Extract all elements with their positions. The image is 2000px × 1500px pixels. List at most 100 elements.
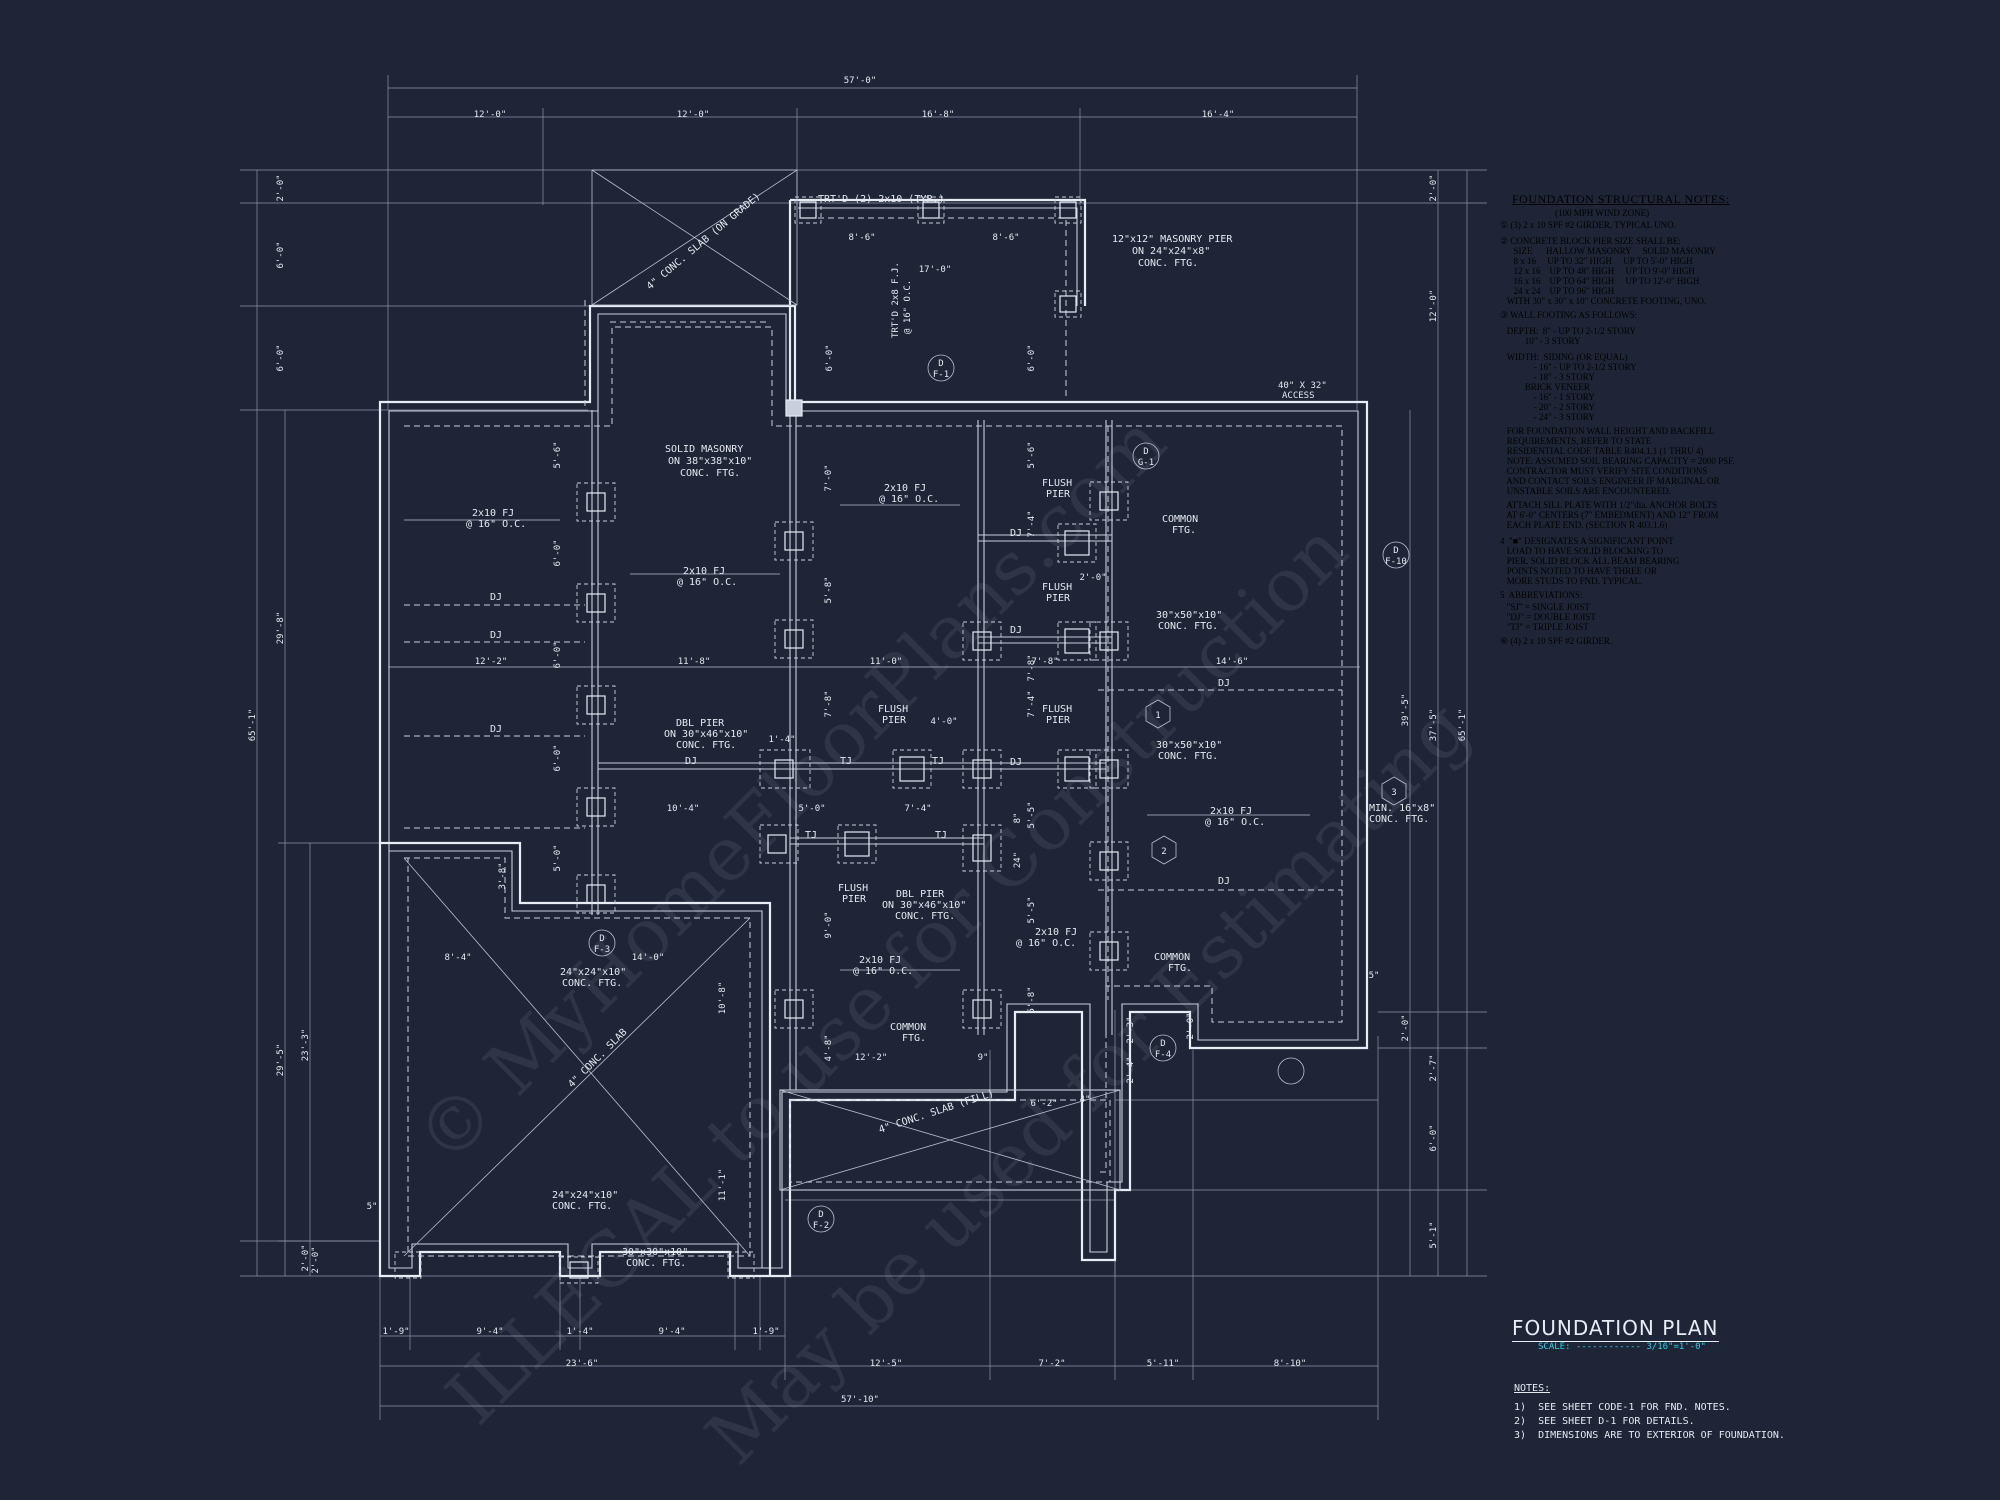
note-line: - 24" - 3 STORY [1500,412,1595,422]
in-dim: 4'-0" [930,717,957,727]
in-dim: 7'-4" [904,804,931,814]
label-dbl-pier-2: ON 30"x46"x10" [882,900,966,911]
tag-d: D [1143,447,1148,457]
note-line: WIDTH: SIDING (OR EQUAL) [1500,352,1628,362]
dim-left-d: 29'-8" [276,612,286,645]
label-common-ftg: COMMON [890,1022,926,1033]
tag-d: D [938,359,943,369]
in-dim: 2'-0" [1079,573,1106,583]
dim-left-b: 6'-0" [276,241,286,268]
in-dim: 10'-8" [718,982,728,1015]
label-dj: DJ [685,756,697,767]
label-masonry-pier-2: ON 24"x24"x8" [1132,246,1210,257]
note-line: BRICK VENEER [1500,382,1590,392]
dimension-grid [240,75,1487,1420]
label-dj: DJ [490,724,502,735]
label-slab-porch: 4" CONC. SLAB (FILL) [878,1088,996,1136]
label-dbl-pier-2: ON 30"x46"x10" [664,729,748,740]
label-common-ftg: COMMON [1154,952,1190,963]
plan-title: FOUNDATION PLAN [1512,1316,1719,1342]
note-line: FOR FOUNDATION WALL HEIGHT AND BACKFILL [1500,426,1715,436]
label-fj-oc: @ 16" O.C. [1016,938,1076,949]
label-flush-pier-2: PIER [842,894,867,905]
callout-3 [1381,776,1407,806]
label-dj: DJ [1010,625,1022,636]
label-min-ftg: MIN. 16"x8" [1369,803,1435,814]
note-line: WITH 30" x 30" x 10" CONCRETE FOOTING, U… [1500,296,1707,306]
in-dim: 5" [367,1202,378,1212]
in-dim: 1'-4" [768,735,795,745]
label-flush-pier-2: PIER [882,715,907,726]
note-line: ATTACH SILL PLATE WITH 1/2"dia. ANCHOR B… [1500,500,1718,510]
in-dim: 2'-4" [1126,1056,1136,1083]
detail-tag-d-f2 [807,1205,835,1233]
label-common-ftg-2: FTG. [1168,963,1192,974]
note-line: 5 ABBREVIATIONS: [1500,590,1583,600]
dim-left-g: 2'-0" [301,1244,311,1271]
in-dim: 7'-0" [824,464,834,491]
dim-top-4: 16'-4" [1202,110,1235,120]
label-dj: DJ [490,592,502,603]
callout-number: 3 [1391,788,1396,798]
dim-top-1: 12'-0" [474,110,507,120]
note-line: 12 x 16 UP TO 48" HIGH UP TO 9'-0" HIGH [1500,266,1695,276]
tag-d: D [1393,546,1398,556]
label-fj: 2x10 FJ [1210,806,1252,817]
label-trtd-vert-2: @ 16" O.C. [903,280,913,334]
label-tj: TJ [932,756,944,767]
in-dim: 5" [1369,971,1380,981]
label-solid-masonry: SOLID MASONRY [665,444,743,455]
in-dim: 5'-0" [798,804,825,814]
tag-sheet: F-4 [1155,1050,1171,1060]
dim-right-g: 6'-0" [1429,1124,1439,1151]
in-dim: 8" [1013,813,1023,824]
dim-bot-e: 1'-9" [752,1327,779,1337]
callout-number: 1 [1155,711,1160,721]
bottom-note: 3) DIMENSIONS ARE TO EXTERIOR OF FOUNDAT… [1514,1430,1785,1441]
in-dim: 11'-8" [678,657,711,667]
note-line: DEPTH: 8" - UP TO 2-1/2 STORY [1500,326,1636,336]
label-fj-oc: @ 16" O.C. [879,494,939,505]
dim-bot-total: 57'-10" [841,1395,879,1405]
structural-notes-subtitle: (100 MPH WIND ZONE) [1555,208,1650,218]
label-common-ftg-2: FTG. [1172,525,1196,536]
detail-tag-d-f5 [1277,1057,1305,1085]
callout-2 [1151,835,1177,865]
label-dbl-pier: DBL PIER [676,718,725,729]
detail-tag-d-f3 [588,929,616,957]
detail-tag-d-f4 [1149,1034,1177,1062]
in-dim: 5'-8" [1027,986,1037,1013]
label-min-ftg-2: CONC. FTG. [1369,814,1429,825]
in-dim: 9'-0" [824,911,834,938]
in-dim: 4'-8" [824,1034,834,1061]
label-solid-masonry-2: ON 38"x38"x10" [668,456,752,467]
label-dj: DJ [1010,528,1022,539]
in-dim: 14'-0" [632,953,665,963]
note-line: - 16" - 1 STORY [1500,392,1595,402]
label-masonry-pier-3: CONC. FTG. [1138,258,1198,269]
bottom-note: 2) SEE SHEET D-1 FOR DETAILS. [1514,1416,1695,1427]
note-line: POINTS NOTED TO HAVE THREE OR [1500,566,1657,576]
note-line: ② CONCRETE BLOCK PIER SIZE SHALL BE: [1500,236,1681,246]
note-line: - 20" - 2 STORY [1500,402,1595,412]
label-dj: DJ [1010,757,1022,768]
dim-left-f: 23'-3" [301,1029,311,1062]
label-flush-pier: FLUSH [1042,478,1072,489]
label-access: 40" X 32" [1278,381,1327,391]
in-dim: 2'-0" [1186,1012,1196,1039]
note-line: RESIDENTIAL CODE TABLE R404.1.1 (1 THRU … [1500,446,1704,456]
piers [394,196,1129,1284]
in-dim: 5'-8" [824,576,834,603]
tag-sheet: F-2 [813,1221,829,1231]
label-tj: TJ [805,830,817,841]
label-fj-oc: @ 16" O.C. [677,577,737,588]
in-dim: 17'-0" [919,265,952,275]
in-dim: 2'-0" [311,1246,321,1273]
in-dim: 6'-0" [553,744,563,771]
note-line: CONTRACTOR MUST VERIFY SITE CONDITIONS [1500,466,1708,476]
label-fj-oc: @ 16" O.C. [466,519,526,530]
note-line: AND CONTACT SOILS ENGINEER IF MARGINAL O… [1500,476,1720,486]
in-dim: 5'-6" [553,441,563,468]
dim-bot-b: 9'-4" [476,1327,503,1337]
